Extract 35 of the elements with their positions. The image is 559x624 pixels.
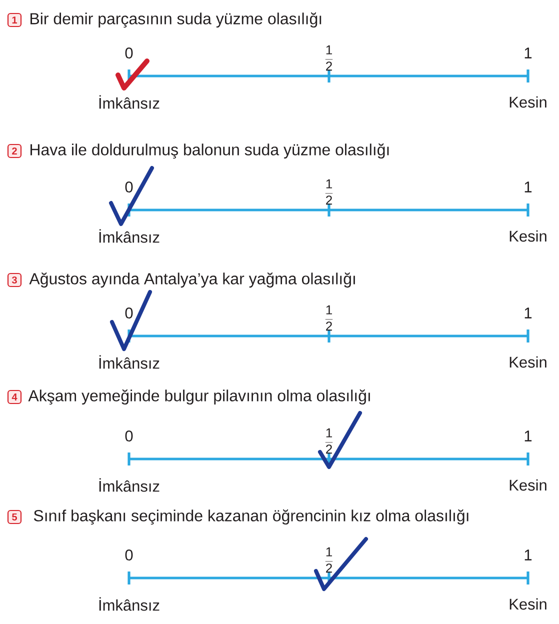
tick-label: 1 (524, 182, 532, 192)
end-label: İmkânsız (99, 478, 160, 492)
question-text: Ağustos ayında Antalya’ya kar yağma olasılığı (29, 272, 355, 288)
tick-label: $\frac{1}{2}$ (325, 45, 333, 71)
question-text: Bir demir parçasının suda yüzme olasılığı (30, 12, 322, 28)
tick-label: 0 (125, 550, 133, 560)
tick-label: 0 (125, 48, 133, 58)
end-label: İmkânsız (99, 95, 160, 109)
end-label: İmkânsız (99, 355, 160, 369)
tick-label: $\frac{1}{2}$ (325, 428, 333, 454)
end-label: İmkânsız (99, 229, 160, 243)
tick-label: $\frac{1}{2}$ (325, 547, 333, 573)
end-label: İmkânsız (99, 597, 160, 611)
tick-label: 1 (524, 308, 532, 318)
number-badge: 3 (7, 272, 22, 288)
end-label: Kesin (510, 356, 546, 368)
number-badge: 4 (7, 390, 22, 404)
end-label: Kesin (510, 96, 546, 108)
tick-label: 1 (524, 430, 532, 442)
number-badge: 5 (7, 510, 22, 524)
tick-label: 1 (524, 550, 532, 560)
tick-label: 0 (125, 308, 133, 318)
question-text: Sınıf başkanı seçiminde kazanan öğrencinin kız olma olasılığı (34, 509, 468, 525)
end-label: Kesin (510, 479, 546, 491)
end-label: Kesin (510, 230, 546, 242)
question-text: Hava ile doldurulmuş balonun suda yüzme olasılığı (30, 143, 389, 159)
tick-label: 0 (125, 430, 133, 442)
number-badge: 2 (7, 144, 22, 158)
tick-label: 0 (125, 182, 133, 192)
tick-label: $\frac{1}{2}$ (325, 305, 333, 331)
end-label: Kesin (510, 598, 546, 610)
tick-label: 1 (524, 48, 532, 58)
tick-label: $\frac{1}{2}$ (325, 179, 333, 205)
question-text: Akşam yemeğinde bulgur pilavının olma olasılığı (28, 389, 370, 405)
number-badge: 1 (7, 12, 22, 28)
